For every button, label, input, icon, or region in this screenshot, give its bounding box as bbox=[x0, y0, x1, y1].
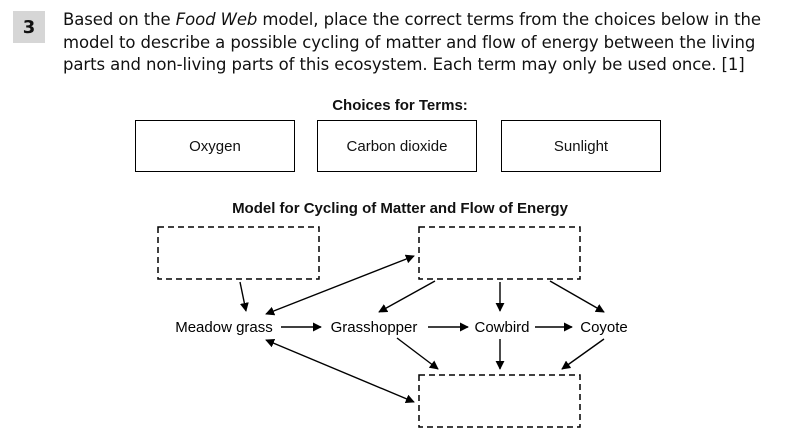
organism-meadow-grass: Meadow grass bbox=[175, 319, 273, 336]
arrow-grasshopper-to-bottom-box bbox=[396, 337, 439, 370]
stem-text-end: model, place the correct terms from the … bbox=[63, 10, 761, 74]
stem-model-name: Food Web bbox=[175, 10, 258, 29]
arrow-topright-box-to-coyote bbox=[549, 280, 605, 313]
arrow-grass-bottom-box bbox=[265, 338, 415, 404]
model-heading: Model for Cycling of Matter and Flow of … bbox=[232, 200, 568, 217]
answer-box-top-right[interactable] bbox=[418, 226, 581, 280]
answer-box-bottom[interactable] bbox=[418, 374, 581, 428]
choice-carbon-dioxide[interactable]: Carbon dioxide bbox=[317, 120, 477, 172]
organism-cowbird: Cowbird bbox=[474, 319, 529, 336]
question-number-badge: 3 bbox=[13, 11, 45, 43]
arrow-topright-box-to-grasshopper bbox=[378, 280, 436, 313]
organism-grasshopper: Grasshopper bbox=[331, 319, 418, 336]
choice-oxygen[interactable]: Oxygen bbox=[135, 120, 295, 172]
arrow-coyote-to-bottom-box bbox=[561, 338, 605, 370]
choice-sunlight[interactable]: Sunlight bbox=[501, 120, 661, 172]
arrow-grass-topright-box bbox=[265, 254, 415, 316]
arrow-topleft-box-to-grass bbox=[239, 281, 249, 312]
question-stem: Based on the Food Web model, place the c… bbox=[63, 9, 793, 77]
answer-box-top-left[interactable] bbox=[157, 226, 320, 280]
organism-coyote: Coyote bbox=[580, 319, 628, 336]
stem-text-start: Based on the bbox=[63, 10, 176, 29]
choices-heading: Choices for Terms: bbox=[332, 97, 468, 114]
